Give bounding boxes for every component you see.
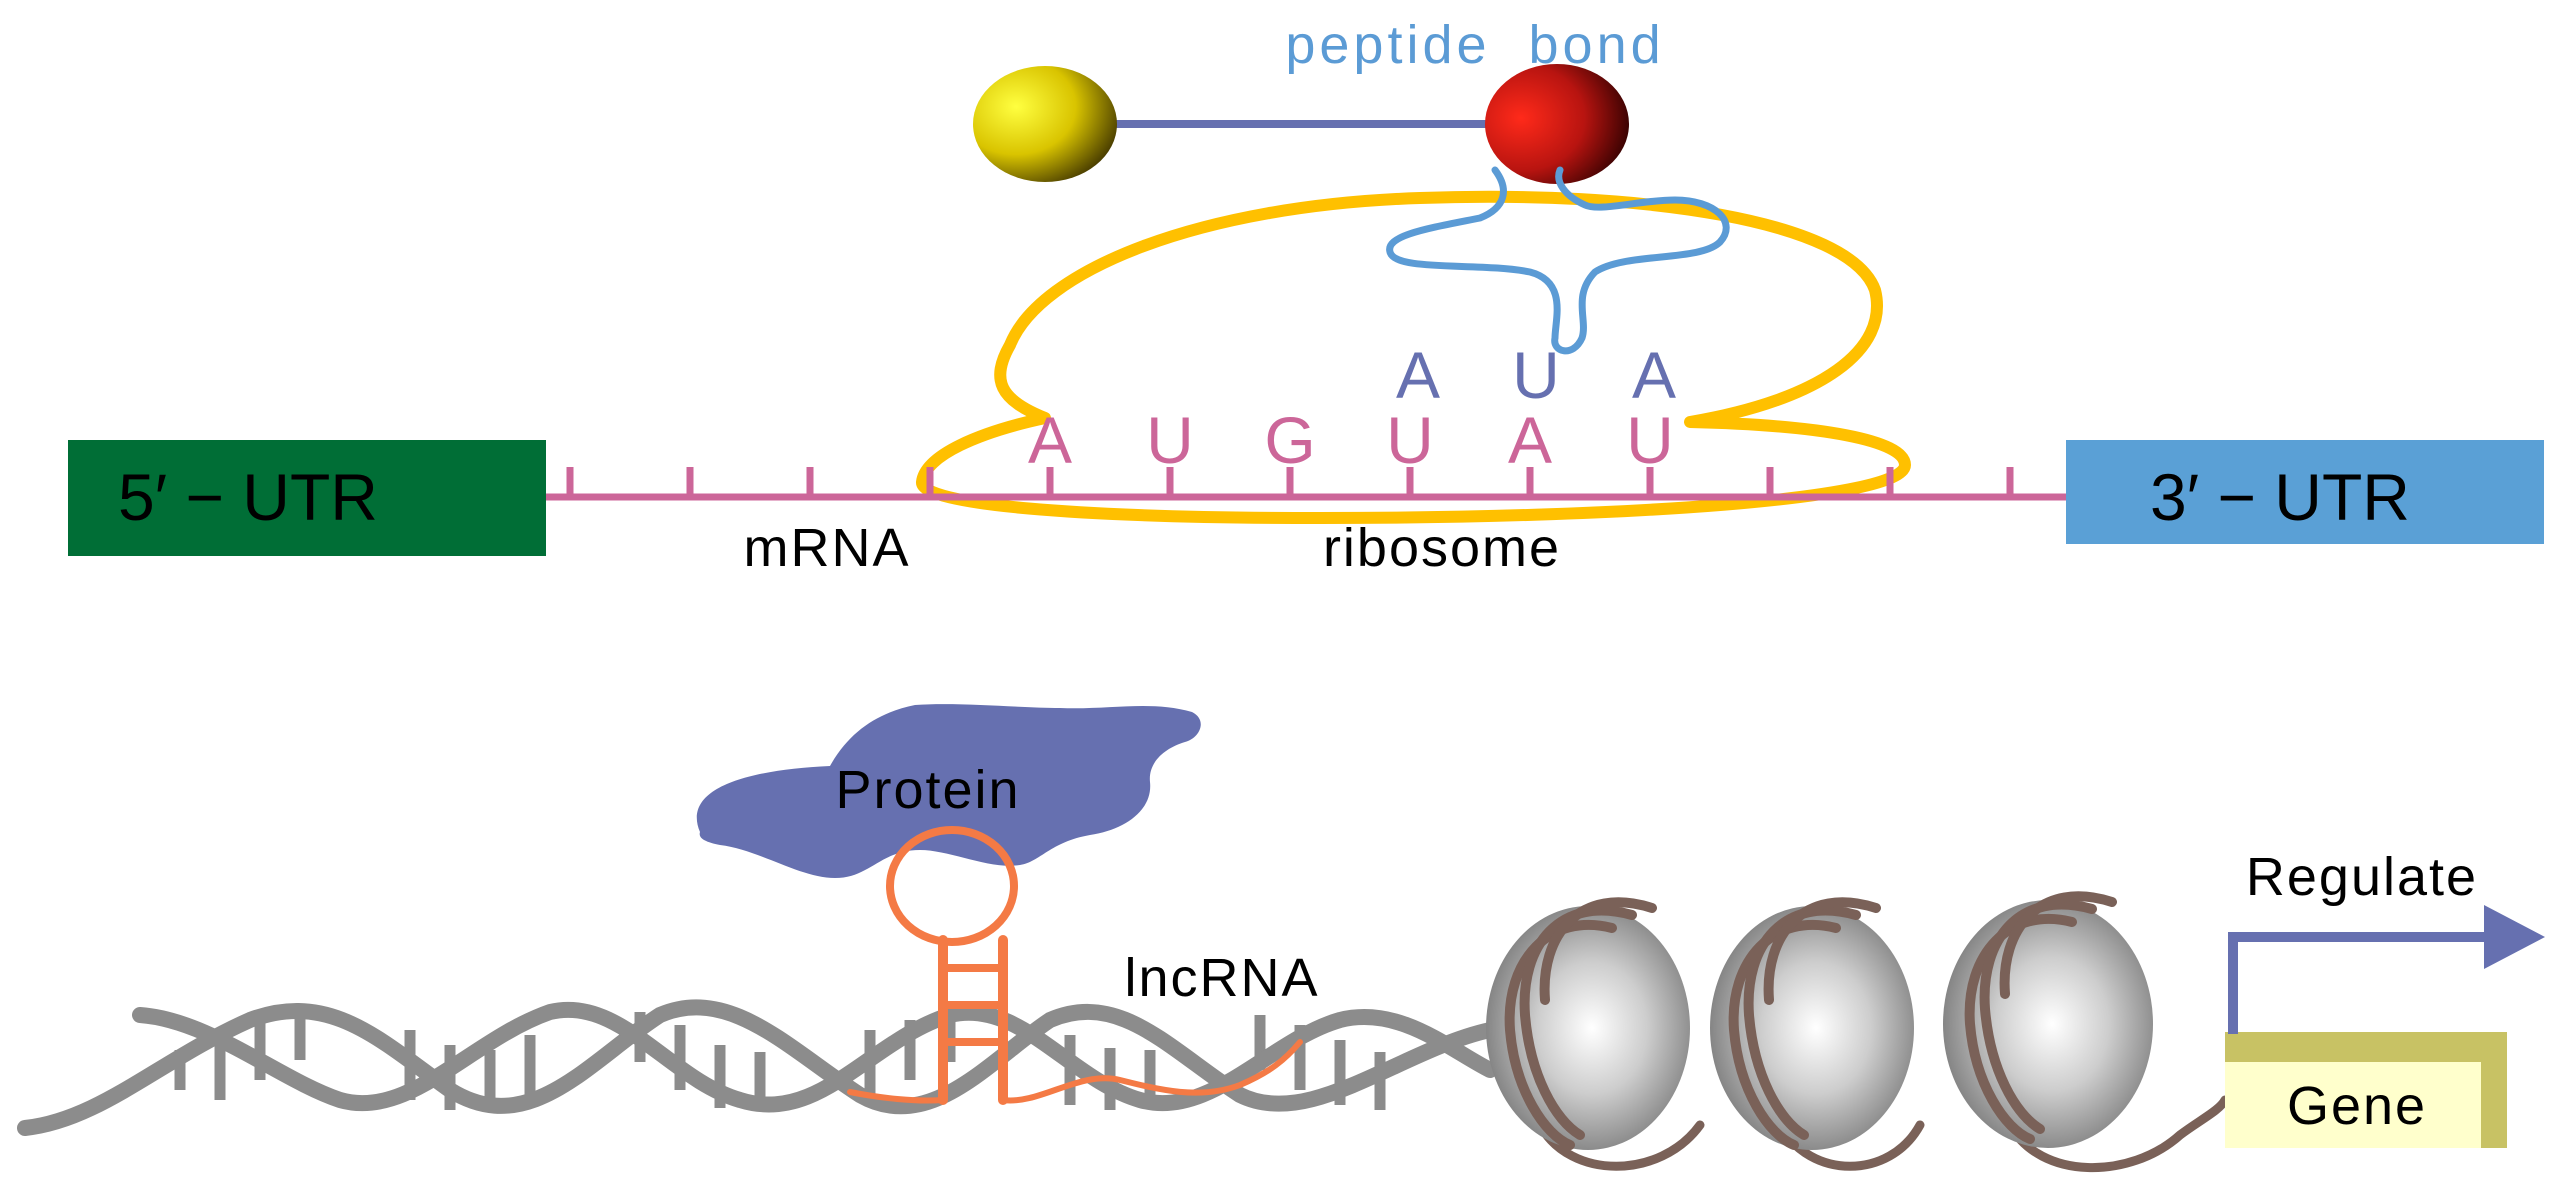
peptide-bond-label: peptide bond (1285, 15, 1664, 75)
mrna-label: mRNA (744, 518, 911, 578)
trna-icon (1386, 166, 1730, 355)
regulate-label: Regulate (2246, 847, 2478, 907)
mrna-ticks (566, 467, 2014, 497)
nucleosome-icon (1486, 897, 1690, 1150)
protein-label: Protein (835, 760, 1020, 820)
codon-base-1: A (1028, 403, 1072, 477)
anticodon-base-2: U (1512, 338, 1560, 412)
protein-icon (696, 704, 1201, 878)
codon-base-4: U (1386, 403, 1434, 477)
lncrna-label: lncRNA (1124, 948, 1319, 1008)
codon-base-5: A (1508, 403, 1552, 477)
codon-base-2: U (1146, 403, 1194, 477)
regulate-arrowhead-icon (2484, 905, 2545, 969)
anticodon-base-3: A (1632, 338, 1676, 412)
utr3-label: 3′ − UTR (2150, 460, 2410, 534)
lncrna-icon (847, 826, 1303, 1105)
utr5-box (68, 440, 546, 556)
regulate-arrow-icon (2228, 932, 2488, 1034)
amino-acid-yellow-icon (973, 66, 1117, 182)
codon-base-3: G (1264, 403, 1315, 477)
nucleosome-icon (1943, 891, 2153, 1148)
gene-label: Gene (2287, 1076, 2427, 1136)
ribosome-label: ribosome (1323, 518, 1561, 578)
ribosome-icon (916, 190, 1911, 524)
nucleosome-icon (1710, 897, 1914, 1150)
amino-acid-red-icon (1485, 64, 1629, 184)
codon-base-6: U (1626, 403, 1674, 477)
gene-box (2225, 1062, 2481, 1148)
utr3-box (2066, 440, 2544, 544)
anticodon-base-1: A (1396, 338, 1440, 412)
utr5-label: 5′ − UTR (118, 460, 378, 534)
